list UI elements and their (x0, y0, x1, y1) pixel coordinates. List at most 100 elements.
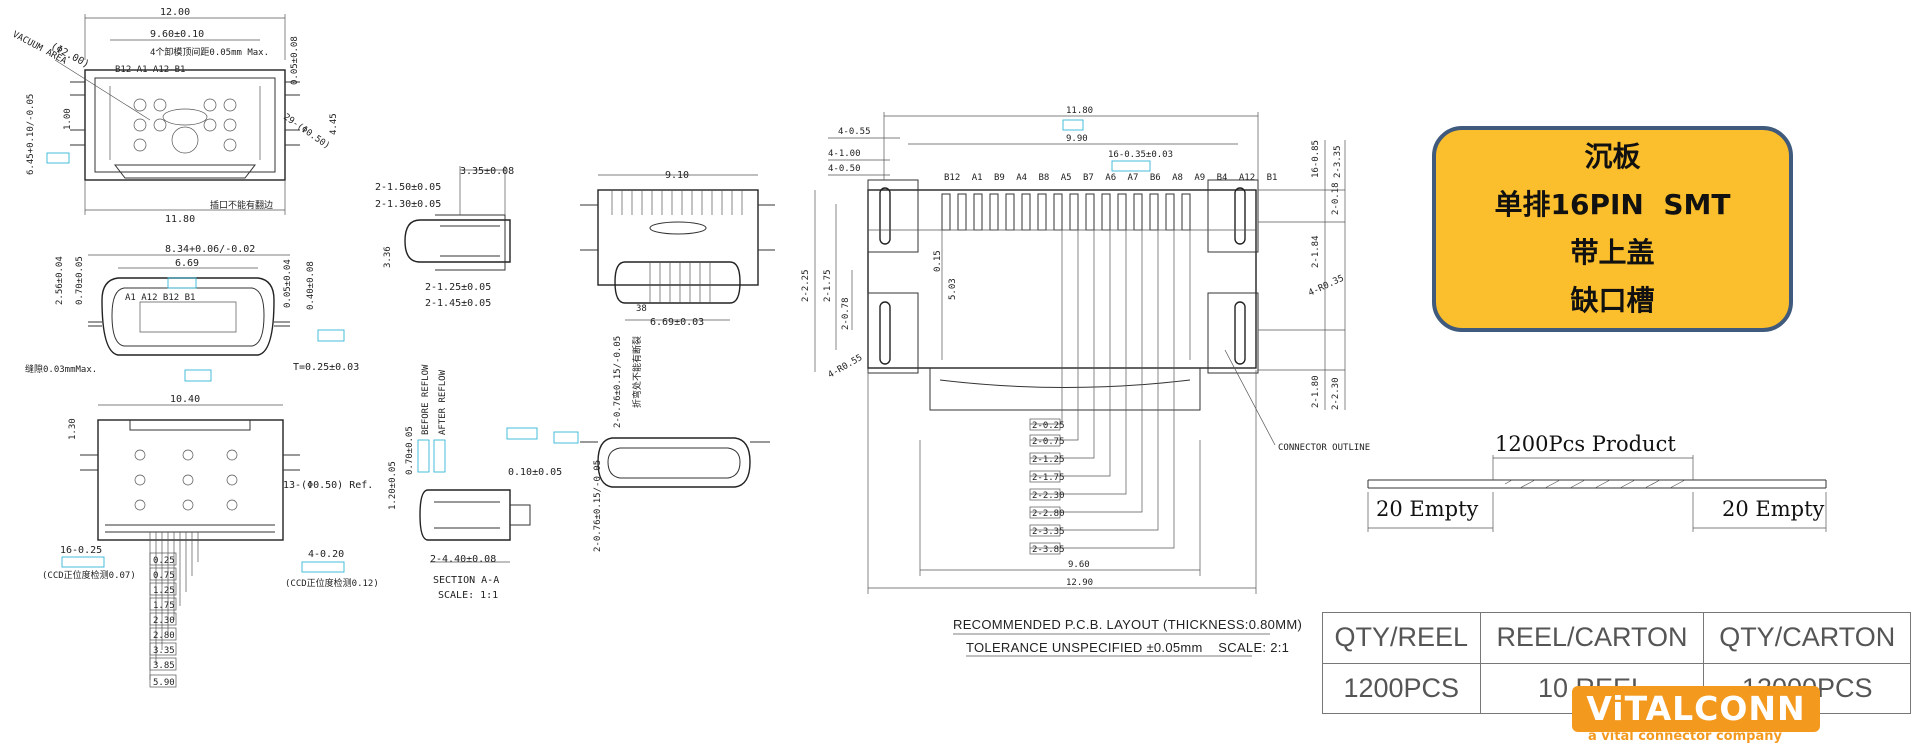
note-gap: 缝隙0.03mmMax. (25, 363, 97, 375)
dim-1-25: 2-1.25±0.05 (425, 282, 491, 293)
svg-text:2-3.35: 2-3.35 (1032, 527, 1065, 537)
dim-4-40: 2-4.40±0.08 (430, 554, 496, 565)
svg-text:2.80: 2.80 (153, 631, 175, 641)
pcb-4-r0-35: 4-R0.35 (1307, 274, 1346, 299)
center-front-view: 9.10 6.69±0.03 38 (580, 170, 775, 328)
section-label: SECTION A-A (433, 575, 499, 586)
dim-1-20: 1.20±0.05 (388, 461, 398, 510)
pcb-tolerance: TOLERANCE UNSPECIFIED ±0.05mm SCALE: 2:1 (966, 640, 1290, 655)
pcb-layout-title: RECOMMENDED P.C.B. LAYOUT (THICKNESS:0.8… (953, 617, 1303, 632)
feature-line-1: 沉板 (1584, 140, 1641, 173)
svg-text:2-3.85: 2-3.85 (1032, 545, 1065, 555)
dim-0-05b: 0.05±0.04 (283, 259, 293, 308)
dim-8-34: 8.34+0.06/-0.02 (165, 244, 255, 255)
tape-diagram (1367, 455, 1827, 532)
dim-1-50: 2-1.50±0.05 (375, 182, 441, 193)
svg-text:2-2.30: 2-2.30 (1032, 491, 1065, 501)
dim-4-0-20: 4-0.20 (308, 549, 344, 560)
left-top-view: 12.00 9.60±0.10 4个卸模顶间距0.05mm Max. B12 A… (11, 7, 339, 225)
dim-2-56: 2.56±0.04 (55, 256, 65, 305)
bottom-offset-labels: 0.25 0.75 1.25 1.75 2.30 2.80 3.35 3.85 … (149, 552, 177, 688)
dim-0-70: 0.70±0.05 (75, 256, 85, 305)
note-bend: 折弯处不能有断裂 (631, 336, 643, 408)
center-side-view: 3.35±0.08 2-1.50±0.05 2-1.30±0.05 3.36 2… (375, 166, 514, 309)
pcb-2-0-18: 2-0.18 (1331, 182, 1341, 215)
pcb-layout: 11.80 9.90 16-0.35±0.03 B12 A1 B9 A4 B8 … (801, 106, 1370, 657)
pins-top: B12 A1 A12 B1 (115, 65, 185, 75)
pcb-2-3-35: 2-3.35 (1333, 145, 1343, 178)
dim-0-76a: 2-0.76±0.15/-0.05 (613, 336, 623, 428)
svg-text:0.25: 0.25 (153, 556, 175, 566)
pcb-12-90: 12.90 (1066, 578, 1093, 588)
svg-text:2-0.75: 2-0.75 (1032, 437, 1065, 447)
dim-11-80: 11.80 (165, 214, 195, 225)
dim-13-holes: 13-(Φ0.50) Ref. (283, 480, 373, 491)
note-bottom: 插口不能有翻边 (210, 199, 273, 211)
pcb-4-r0-55: 4-R0.55 (827, 353, 865, 381)
pcb-4-0-50: 4-0.50 (828, 164, 861, 174)
pcb-offset-labels: 2-0.25 2-0.75 2-1.25 2-1.75 2-2.30 2-2.8… (1029, 418, 1065, 555)
brand-logo: ViTALCONN (1572, 686, 1820, 732)
pcb-2-1-75: 2-1.75 (823, 269, 833, 302)
feature-box: 沉板 单排16PIN SMT 带上盖 缺口槽 (1432, 126, 1793, 332)
pcb-2-2-25: 2-2.25 (801, 269, 811, 302)
note-top: 4个卸模顶间距0.05mm Max. (150, 46, 269, 58)
ccd-note-1: (CCD正位度检测0.07) (42, 569, 136, 581)
dim-4-45: 4.45 (329, 113, 339, 135)
section-a-a: 2-4.40±0.08 SECTION A-A SCALE: 1:1 0.10±… (388, 364, 579, 601)
pcb-9-90: 9.90 (1066, 134, 1088, 144)
left-bottom-view: 10.40 1.30 13-(Φ0.50) Ref. 16-0.25 4-0.2… (42, 394, 379, 688)
dim-12-00: 12.00 (160, 7, 190, 18)
empty-right-label: 20 Empty (1722, 497, 1825, 521)
product-label: 1200Pcs Product (1495, 432, 1676, 456)
pcb-11-80: 11.80 (1066, 106, 1093, 116)
svg-text:0.75: 0.75 (153, 571, 175, 581)
pcb-4-1-00: 4-1.00 (828, 149, 861, 159)
header-qty-reel: QTY/REEL (1322, 612, 1481, 664)
header-qty-carton: QTY/CARTON (1703, 612, 1911, 664)
empty-left-label: 20 Empty (1376, 497, 1479, 521)
dim-3-36: 3.36 (383, 246, 393, 268)
dim-holes: 29-(Φ0.50) (281, 112, 331, 151)
dim-t: T=0.25±0.03 (293, 362, 359, 373)
cross-section-view: 2-0.76±0.15/-0.05 2-0.76±0.15/-0.05 折弯处不… (580, 336, 770, 552)
pcb-2-1-80: 2-1.80 (1311, 375, 1321, 408)
pcb-pitch: 16-0.35±0.03 (1108, 150, 1173, 160)
section-scale: SCALE: 1:1 (438, 590, 498, 601)
pcb-4-0-55: 4-0.55 (838, 127, 871, 137)
svg-text:2-0.25: 2-0.25 (1032, 421, 1065, 431)
dim-10-40: 10.40 (170, 394, 200, 405)
pcb-0-15: 0.15 (933, 250, 943, 272)
pcb-5-03: 5.03 (948, 278, 958, 300)
header-reel-carton: REEL/CARTON (1479, 612, 1705, 664)
dim-9-60: 9.60±0.10 (150, 29, 204, 40)
dim-6-45: 6.45+0.10/-0.05 (26, 94, 36, 175)
dim-16-0-25: 16-0.25 (60, 545, 102, 556)
dim-0-10: 0.10±0.05 (508, 467, 562, 478)
dim-1-30: 2-1.30±0.05 (375, 199, 441, 210)
n-38: 38 (636, 304, 647, 314)
dim-0-76b: 2-0.76±0.15/-0.05 (593, 460, 603, 552)
svg-text:2-1.75: 2-1.75 (1032, 473, 1065, 483)
mid-pins: A1 A12 B12 B1 (125, 293, 195, 303)
dim-1-45: 2-1.45±0.05 (425, 298, 491, 309)
pcb-2-1-84: 2-1.84 (1311, 235, 1321, 268)
dim-6-69: 6.69 (175, 258, 199, 269)
ccd-note-2: (CCD正位度检测0.12) (285, 577, 379, 589)
dim-1-00: 1.00 (63, 108, 73, 130)
before-reflow: BEFORE REFLOW (421, 364, 431, 435)
dim-1-30: 1.30 (68, 418, 78, 440)
dim-0-70b: 0.70±0.05 (405, 426, 415, 475)
brand-tagline: a vital connector company (1588, 729, 1782, 744)
pcb-pin-labels: B12 A1 B9 A4 B8 A5 B7 A6 A7 B6 A8 A9 B4 … (944, 173, 1277, 183)
pcb-9-60: 9.60 (1068, 560, 1090, 570)
feature-line-2: 单排16PIN SMT (1494, 188, 1731, 221)
svg-text:3.35: 3.35 (153, 646, 175, 656)
feature-line-3: 带上盖 (1570, 236, 1655, 269)
pcb-2-0-78: 2-0.78 (841, 297, 851, 330)
svg-text:3.85: 3.85 (153, 661, 175, 671)
svg-text:1.25: 1.25 (153, 586, 175, 596)
dim-9-10: 9.10 (665, 170, 689, 181)
pcb-2-2-30: 2-2.30 (1331, 377, 1341, 410)
pcb-16-0-85: 16-0.85 (1311, 140, 1321, 178)
